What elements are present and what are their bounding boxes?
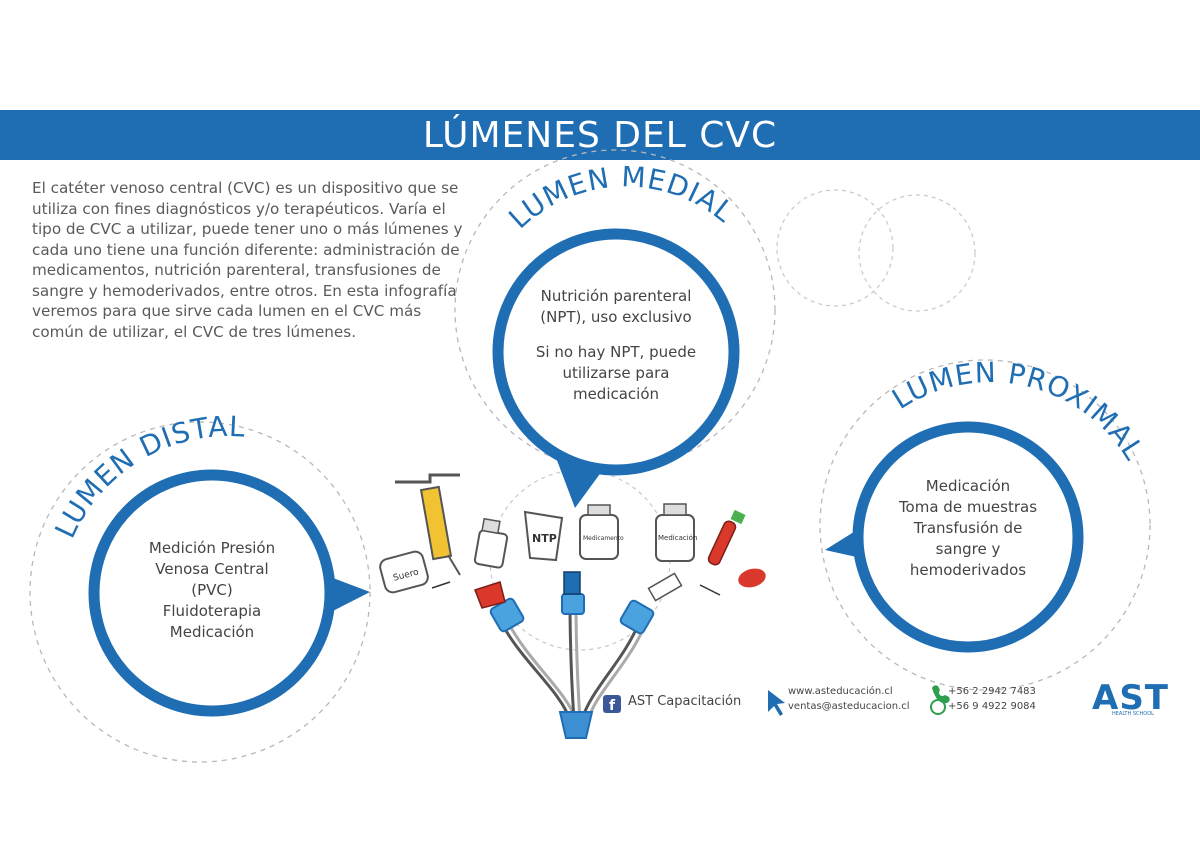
medial-clamp (561, 593, 585, 615)
facebook-icon-glyph: f (609, 698, 616, 714)
email-link[interactable]: ventas@asteducacion.cl (788, 701, 910, 712)
proximal-bubble-text: Medicación Toma de muestras Transfusión … (868, 476, 1068, 581)
proximal-line: Transfusión de (913, 519, 1023, 537)
medication-bottle-icon: Medicamento (579, 504, 624, 560)
manometer-icon (395, 473, 461, 576)
ntp-label: NTP (532, 532, 557, 545)
page-title: LÚMENES DEL CVC (422, 115, 778, 156)
medial-line: medicación (572, 385, 660, 403)
brand-logo: AST (1092, 678, 1169, 718)
distal-line: Fluidoterapia (162, 602, 262, 620)
medial-line: Nutrición parenteral (540, 287, 692, 305)
title-banner: LÚMENES DEL CVC (0, 110, 1200, 160)
website-link[interactable]: www.asteducación.cl (788, 686, 893, 697)
whatsapp-icon (930, 699, 946, 715)
proximal-bubble (852, 421, 1084, 653)
medication-label-1: Medicamento (583, 535, 624, 542)
proximal-line: Medicación (925, 477, 1011, 495)
cursor-icon (768, 690, 785, 716)
phone-icon (932, 685, 950, 704)
distal-line: Medicación (169, 623, 255, 641)
facebook-icon (603, 695, 621, 713)
ntp-bag-icon: NTP (523, 510, 564, 562)
medial-bubble-text: Nutrición parenteral (NPT), uso exclusiv… (510, 286, 722, 405)
blood-drop-icon (738, 568, 766, 588)
arrow-icon (699, 584, 721, 596)
medial-line: utilizarse para (562, 364, 670, 382)
proximal-clamp (619, 599, 655, 635)
distal-bubble-text: Medición Presión Venosa Central (PVC) Fl… (112, 538, 312, 643)
arrow-icon (431, 581, 451, 589)
blood-sample-tube-icon (707, 509, 746, 566)
catheter-hub (558, 711, 594, 739)
vial-icon (473, 517, 509, 569)
medial-line: Si no hay NPT, puede (535, 343, 697, 361)
suero-bag-icon: Suero (379, 550, 429, 594)
catheter-illustration: Suero NTP Medicamento Medicación (379, 473, 766, 739)
medication-vial-icon: Medicación (655, 503, 697, 562)
medial-line: (NPT), uso exclusivo (540, 308, 692, 326)
medication-label-2: Medicación (658, 534, 697, 542)
distal-connector (474, 581, 506, 609)
decorative-circle (858, 194, 976, 312)
proximal-line: sangre y (935, 540, 1001, 558)
medial-bubble (492, 228, 740, 476)
brand-subtitle: HEALTH SCHOOL (1112, 711, 1154, 717)
facebook-link[interactable]: AST Capacitación (628, 694, 742, 709)
distal-line: (PVC) (191, 581, 233, 599)
distal-bubble-tail (325, 575, 370, 615)
distal-line: Medición Presión (148, 539, 276, 557)
proximal-line: Toma de muestras (898, 498, 1038, 516)
distal-bubble (88, 469, 336, 717)
whatsapp-number: +56 9 4922 9084 (948, 701, 1036, 712)
distal-line: Venosa Central (155, 560, 269, 578)
medial-connector (563, 571, 581, 595)
intro-paragraph: El catéter venoso central (CVC) es un di… (32, 179, 463, 341)
decorative-circle (776, 189, 894, 307)
proximal-connector (647, 572, 683, 602)
proximal-line: hemoderivados (909, 561, 1027, 579)
medial-heading: LUMEN MEDIAL (502, 160, 740, 235)
proximal-outer-dashed-ring (819, 359, 1151, 691)
phone-number: +56 2 2942 7483 (948, 686, 1036, 697)
